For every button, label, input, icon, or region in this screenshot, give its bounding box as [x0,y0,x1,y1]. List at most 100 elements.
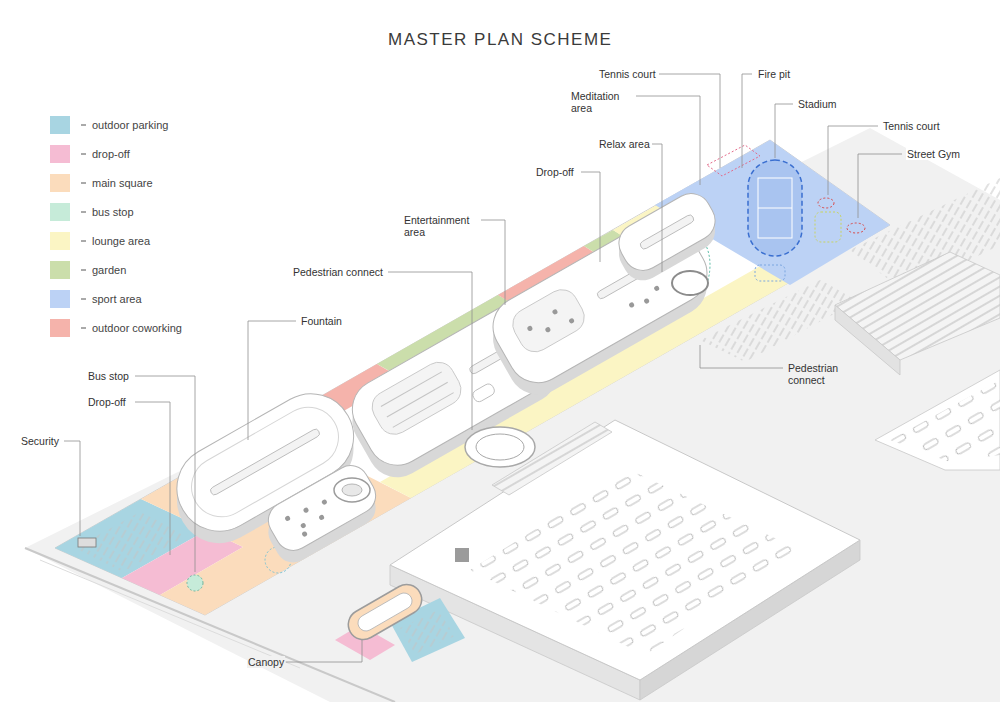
canopy-area [343,579,427,645]
new-buildings [366,356,466,440]
new-buildings [262,459,382,557]
new-buildings [465,427,535,467]
canopy-area [355,590,415,634]
new-buildings [639,214,695,251]
legend-dash [81,328,86,329]
legend-text: main square [92,176,153,190]
ground [25,128,1000,702]
callout-label: Canopy [247,656,285,668]
legend-dash [81,299,86,300]
leader-line [64,441,80,536]
legend-swatch [50,203,70,221]
leader-line [135,376,195,572]
new-buildings [262,459,382,557]
sport-facilities [758,208,792,209]
new-buildings [544,326,551,333]
new-buildings [612,186,723,277]
legend-dash [81,125,86,126]
legend-swatch [50,116,70,134]
callout-label: Tennis court [882,120,941,132]
site-zones [78,538,96,547]
legend-text: outdoor parking [92,118,168,132]
leader-line [248,321,296,440]
leader-line [775,104,793,158]
site-zones [187,575,203,591]
new-buildings [672,271,708,295]
new-buildings [334,478,370,502]
new-buildings [387,382,448,417]
new-buildings [568,317,575,324]
callout-label: Street Gym [906,148,961,160]
callout-label: Relax area [598,138,651,150]
legend-text: drop-off [92,147,130,161]
new-buildings [471,382,496,403]
callout-label: Drop-off [87,396,127,408]
leader-line [581,172,600,262]
leader-line [135,402,170,555]
new-buildings [321,499,328,506]
new-buildings [318,514,325,521]
leader-line [64,74,902,662]
legend-dash [81,212,86,213]
legend-swatch [50,261,70,279]
leader-line [828,126,878,195]
leader-line [858,154,902,218]
callout-label: Stadium [797,98,838,110]
new-buildings [393,393,454,428]
new-buildings [381,372,442,407]
new-buildings [342,484,362,496]
new-buildings [628,302,635,309]
new-buildings [552,308,559,315]
new-buildings [653,285,660,292]
callout-label: Fountain [300,315,343,327]
legend-dash [81,183,86,184]
sport-facilities [815,212,841,242]
sport-facilities [758,178,792,238]
new-buildings [301,531,308,538]
plan-title: MASTER PLAN SCHEME [388,30,612,50]
callout-label: Drop-off [535,166,575,178]
legend-dash [81,154,86,155]
sport-facilities [818,198,834,208]
callout-label: Security [20,435,60,447]
canopy-area [343,579,427,645]
legend-text: garden [92,263,126,277]
sport-facilities [748,160,802,256]
callout-label: Fire pit [757,68,791,80]
new-buildings [507,284,590,358]
new-buildings [209,428,321,496]
leader-line [700,345,783,368]
new-buildings [612,186,723,277]
existing-buildings [875,370,1000,470]
ground [25,128,1000,702]
leader-line [659,74,720,168]
new-buildings [476,434,524,460]
legend-dash [81,125,86,328]
leader-line [742,74,752,168]
callout-label: Pedestrian connect [787,362,855,386]
canopy-area [335,579,465,662]
new-buildings [526,325,533,332]
existing-buildings [470,470,800,655]
legend-dash [81,241,86,242]
callout-label: Meditation area [570,90,634,114]
new-buildings [303,507,310,514]
callout-label: Pedestrian connect [292,266,384,278]
new-buildings [162,186,723,569]
leader-line [388,272,472,430]
new-buildings [300,522,307,529]
callout-label: Tennis court [598,68,657,80]
sport-facilities [847,223,865,233]
existing-buildings [890,380,1000,462]
leader-line [481,220,505,305]
legend-text: bus stop [92,205,134,219]
existing-buildings [835,252,1000,360]
sport-facilities [690,145,865,290]
legend-text: sport area [92,292,142,306]
existing-buildings [455,548,469,562]
existing-buildings [390,420,860,680]
site-zones [75,512,188,572]
legend-swatch [50,319,70,337]
